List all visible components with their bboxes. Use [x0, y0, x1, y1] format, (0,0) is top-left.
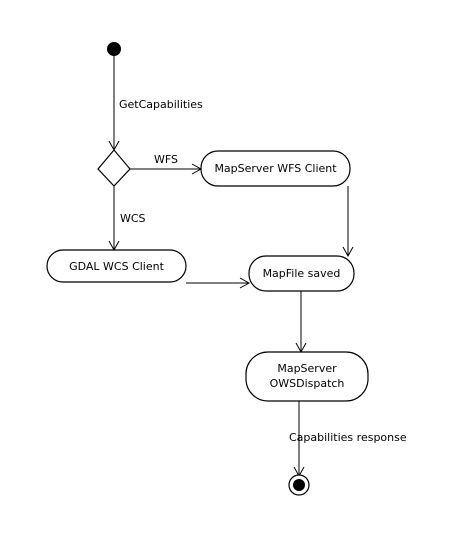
node-label-wcs-client: GDAL WCS Client [69, 260, 165, 273]
edge-decision-to-wcs-client [108, 186, 120, 252]
node-label-ows-line2: OWSDispatch [270, 377, 345, 390]
node-label-wfs-client: MapServer WFS Client [214, 162, 337, 175]
node-label-ows-line1: MapServer [277, 362, 337, 375]
edge-label-capabilities-response: Capabilities response [289, 431, 407, 444]
edge-label-wcs: WCS [120, 212, 146, 225]
edge-wcs-client-to-mapfile [186, 277, 251, 289]
node-mapserver-wfs-client: MapServer WFS Client [200, 150, 351, 187]
decision-node [97, 149, 131, 187]
end-node [288, 474, 310, 496]
edge-wfs-client-to-mapfile [342, 186, 354, 258]
node-label-mapfile-saved: MapFile saved [263, 267, 341, 280]
edge-start-to-decision [108, 56, 120, 152]
node-mapfile-saved: MapFile saved [248, 255, 355, 292]
edge-mapfile-to-owsdispatch [295, 291, 307, 354]
edge-label-getcapabilities: GetCapabilities [119, 98, 203, 111]
start-node [107, 42, 121, 56]
edge-label-wfs: WFS [154, 153, 178, 166]
node-gdal-wcs-client: GDAL WCS Client [46, 249, 187, 283]
node-mapserver-owsdispatch: MapServer OWSDispatch [245, 351, 369, 402]
